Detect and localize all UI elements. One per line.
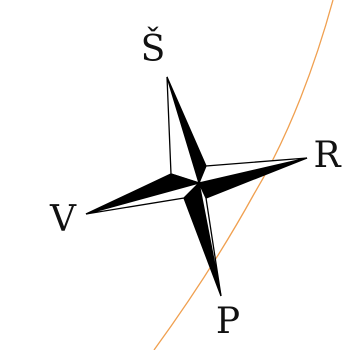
west-label: V [49,199,77,240]
east-label: R [313,135,341,176]
north-arm-light [167,77,199,183]
south-label: P [216,301,240,342]
north-label: Š [141,28,166,70]
compass-rose [86,77,307,296]
